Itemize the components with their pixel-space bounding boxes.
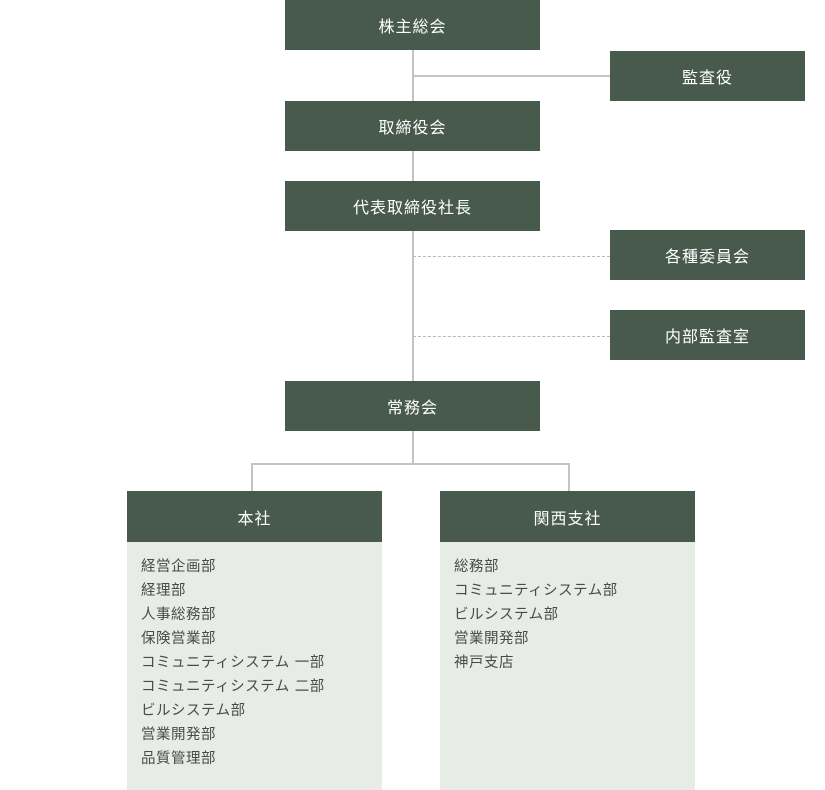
list-item: 人事総務部 [141, 607, 216, 623]
head-office-department-panel: 経営企画部 経理部 人事総務部 保険営業部 コミュニティシステム 一部 コミュニ… [127, 542, 382, 790]
node-internal-audit: 内部監査室 [610, 310, 805, 360]
connector-committees-dashed [413, 256, 610, 257]
node-auditor: 監査役 [610, 51, 805, 101]
list-item: コミュニティシステム 二部 [141, 679, 325, 695]
list-item: 営業開発部 [454, 631, 529, 647]
list-item: 営業開発部 [141, 727, 216, 743]
node-shareholders-meeting: 株主総会 [285, 0, 540, 50]
list-item: 総務部 [454, 559, 499, 575]
connector-president-managing [412, 231, 414, 381]
head-office-department-list: 経営企画部 経理部 人事総務部 保険営業部 コミュニティシステム 一部 コミュニ… [141, 555, 368, 771]
connector-head-office-drop [251, 463, 253, 491]
node-kansai-branch: 関西支社 [440, 491, 695, 542]
list-item: コミュニティシステム部 [454, 583, 618, 599]
connector-internal-audit-dashed [413, 336, 610, 337]
node-board-of-directors: 取締役会 [285, 101, 540, 151]
node-president: 代表取締役社長 [285, 181, 540, 231]
connector-kansai-drop [568, 463, 570, 491]
connector-branch-horizontal [251, 463, 570, 465]
connector-auditor [413, 75, 610, 77]
node-managing-board: 常務会 [285, 381, 540, 431]
list-item: 経営企画部 [141, 559, 216, 575]
connector-managing-branch [412, 431, 414, 464]
list-item: 品質管理部 [141, 751, 216, 767]
list-item: コミュニティシステム 一部 [141, 655, 325, 671]
list-item: 経理部 [141, 583, 186, 599]
list-item: 神戸支店 [454, 655, 514, 671]
kansai-department-list: 総務部 コミュニティシステム部 ビルシステム部 営業開発部 神戸支店 [454, 555, 681, 675]
list-item: 保険営業部 [141, 631, 216, 647]
node-head-office: 本社 [127, 491, 382, 542]
node-committees: 各種委員会 [610, 230, 805, 280]
connector-board-president [412, 151, 414, 181]
kansai-department-panel: 総務部 コミュニティシステム部 ビルシステム部 営業開発部 神戸支店 [440, 542, 695, 790]
list-item: ビルシステム部 [454, 607, 559, 623]
list-item: ビルシステム部 [141, 703, 246, 719]
